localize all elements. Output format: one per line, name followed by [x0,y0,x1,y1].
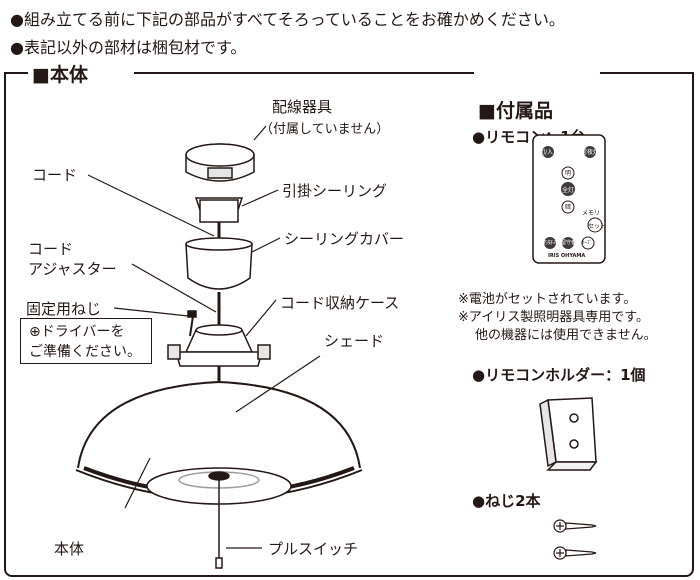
content-frame [4,72,694,577]
driver-note-line-2: ご準備ください。 [29,344,141,360]
remote-brand-logo: IRIS OHYAMA [548,253,586,259]
remote-btn-full: 全灯 [562,187,575,194]
remote-btn-set: セット [588,223,607,230]
intro-line-2: ●表記以外の部材は梱包材です。 [10,38,247,57]
main-unit-heading: ■本体 [32,64,88,86]
accessories-heading: ■付属品 [478,100,553,122]
label-cord-adjuster-2: アジャスター [28,260,117,278]
label-wiring-device-note: （付属していません） [260,122,390,137]
remote-label-memory: メモリ [582,210,601,217]
remote-btn-dim: 暗 [565,204,572,211]
remote-btn-night: 常夜灯 [581,149,600,156]
remote-btn-3: ｾｰﾌﾞ [582,240,593,246]
remote-btn-off: 切/入 [539,149,554,156]
driver-note-box: ⊕ドライバーを ご準備ください。 [20,318,152,364]
note-other-devices: 他の機器には使用できません。 [475,328,657,343]
label-hook-ceiling: 引掛シーリング [282,182,388,200]
remote-btn-2: 留守番 [561,240,577,246]
note-battery: ※電池がセットされています。 [458,292,637,307]
frame-top-middle [134,72,474,74]
holder-item: ●リモコンホルダー：1個 [472,366,646,384]
label-cord-case: コード収納ケース [280,294,400,312]
intro-line-1: ●組み立てる前に下記の部品がすべてそろっていることをお確かめください。 [10,10,565,29]
frame-top-right [600,72,692,74]
remote-btn-1: お好み [543,240,559,246]
label-fixing-screw: 固定用ねじ [26,300,102,318]
label-ceiling-cover: シーリングカバー [284,230,405,248]
label-shade: シェード [324,332,385,350]
driver-note-line-1: ⊕ドライバーを [29,324,125,340]
screws-item: ●ねじ2本 [472,492,541,510]
remote-btn-bright: 明 [565,170,572,177]
label-cord-adjuster-1: コード [28,240,74,258]
note-exclusive: ※アイリス製照明器具専用です。 [458,310,649,325]
label-pull-switch: プルスイッチ [268,540,359,558]
frame-top-left [4,72,28,74]
label-wiring-device: 配線器具 [272,98,333,116]
label-body: 本体 [54,540,85,558]
label-cord: コード [32,166,78,184]
